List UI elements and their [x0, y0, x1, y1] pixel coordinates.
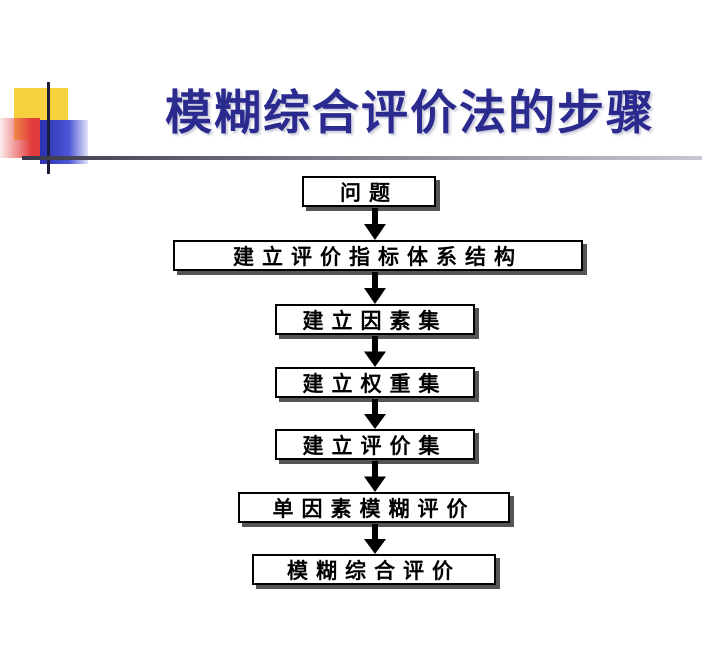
step-box-problem: 问题	[302, 176, 436, 207]
down-arrow-icon	[360, 524, 390, 554]
step-box-single-factor-evaluation: 单因素模糊评价	[238, 492, 510, 523]
page-title: 模糊综合评价法的步骤	[165, 86, 655, 141]
down-arrow-icon	[360, 399, 390, 429]
step-box-index-system: 建立评价指标体系结构	[173, 240, 583, 271]
decor-vertical-line	[47, 82, 50, 174]
down-arrow-icon	[360, 272, 390, 304]
decor-red-square	[0, 118, 40, 158]
down-arrow-icon	[360, 461, 390, 492]
down-arrow-icon	[360, 336, 390, 367]
step-box-weight-set: 建立权重集	[275, 367, 475, 398]
step-box-comprehensive-evaluation: 模糊综合评价	[252, 554, 496, 585]
down-arrow-icon	[360, 208, 390, 240]
step-box-factor-set: 建立因素集	[275, 304, 475, 335]
title-underline	[22, 156, 702, 160]
step-box-evaluation-set: 建立评价集	[275, 429, 475, 460]
